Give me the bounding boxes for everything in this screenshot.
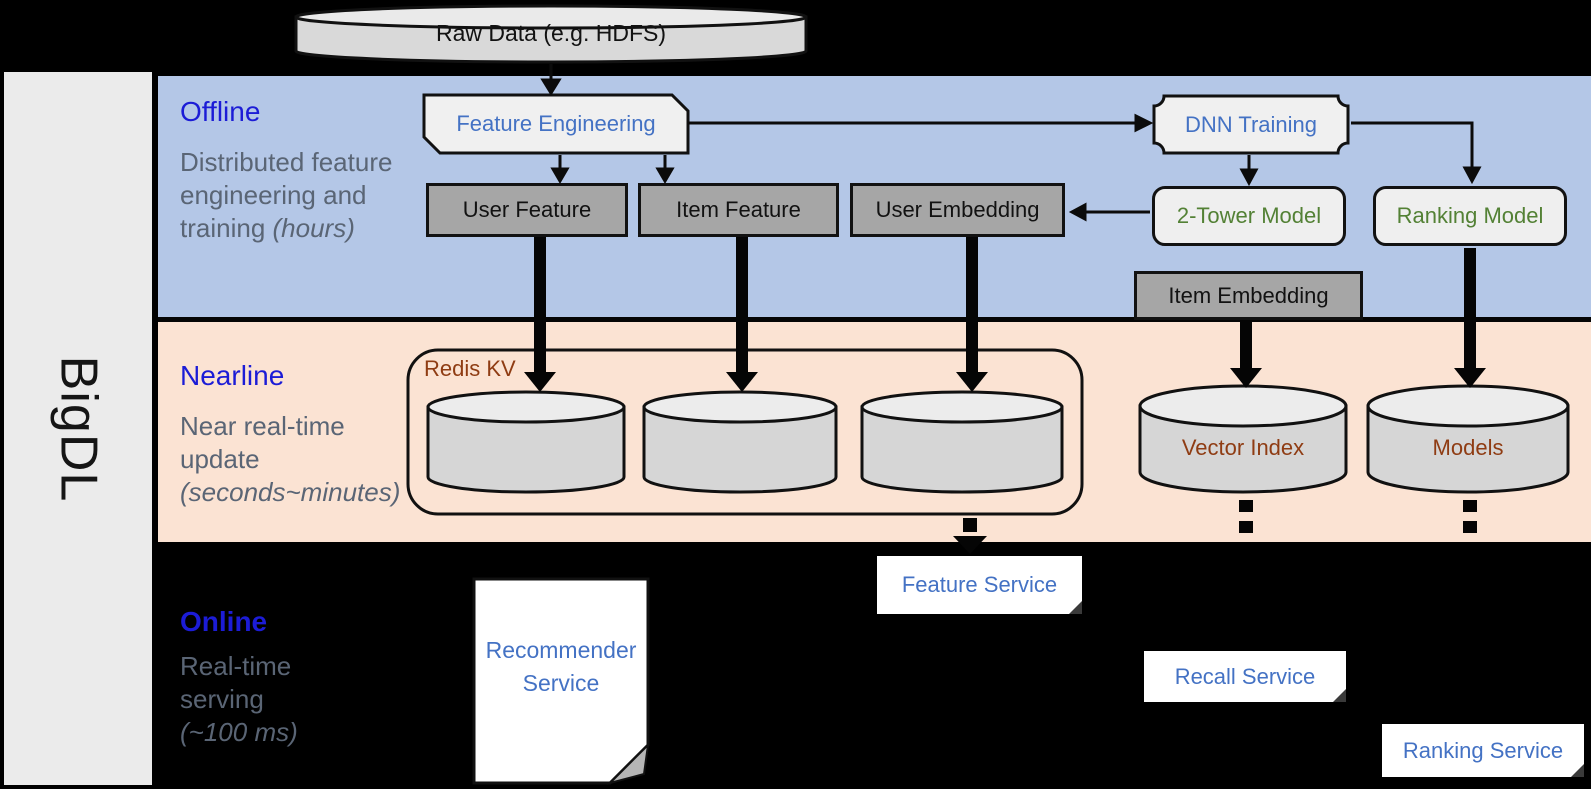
redis-kv-label: Redis KV <box>424 356 516 381</box>
models-label: Models <box>1432 435 1504 460</box>
recall-service-node: Recall Service <box>1144 651 1346 702</box>
offline-title: Offline <box>180 96 261 127</box>
dashed-connectors <box>953 500 1477 554</box>
models-cylinder-shape <box>1366 384 1570 494</box>
feature-service-node: Feature Service <box>877 556 1082 614</box>
user-embedding-node: User Embedding <box>850 183 1065 237</box>
online-title: Online <box>180 606 268 637</box>
dash-models-2 <box>1463 521 1477 533</box>
dash-models-1 <box>1463 500 1477 512</box>
ranking-service-label: Ranking Service <box>1402 737 1564 763</box>
band-divider-line <box>158 317 1591 322</box>
ranking-model-node: Ranking Model <box>1373 186 1567 246</box>
thin-arrows <box>540 64 1482 222</box>
user-feature-node: User Feature <box>426 183 628 237</box>
offline-duration: (hours) <box>272 213 355 243</box>
dnn-training-node: DNN Training <box>1184 111 1318 137</box>
feature-service-fold-corner <box>1069 601 1082 614</box>
recommender-service-document <box>472 577 650 785</box>
offline-description: Distributed feature engineering and trai… <box>180 146 402 245</box>
redis-cylinder-1 <box>426 390 626 494</box>
redis-cylinder-3 <box>860 390 1064 494</box>
feature-engineering-shape <box>422 93 690 155</box>
online-description-text: Real-time serving <box>180 651 292 714</box>
sidebar: BigDL <box>4 72 152 785</box>
item-embedding-node: Item Embedding <box>1134 271 1363 320</box>
vector-index-label: Vector Index <box>1181 435 1305 460</box>
vector-index-cylinder-shape <box>1138 384 1348 494</box>
nearline-description-text: Near real-time update <box>180 411 345 474</box>
recall-service-fold-corner <box>1333 689 1346 702</box>
ranking-service-node: Ranking Service <box>1382 724 1584 777</box>
offline-description-text: Distributed feature engineering and trai… <box>180 147 393 243</box>
redis-cylinder-2 <box>642 390 838 494</box>
dash-vectorindex-2 <box>1239 521 1253 533</box>
raw-data-label: Raw Data (e.g. HDFS) <box>435 19 667 46</box>
online-duration: (~100 ms) <box>180 717 298 747</box>
recall-service-label: Recall Service <box>1174 663 1316 689</box>
arrow-dnn-to-rankingmodel <box>1351 121 1474 168</box>
dash-redis-to-featureservice <box>963 518 977 532</box>
dash-vectorindex-1 <box>1239 500 1253 512</box>
recommender-service-label: Recommender Service <box>485 637 637 696</box>
dnn-training-shape <box>1152 94 1350 155</box>
item-feature-node: Item Feature <box>638 183 839 237</box>
feature-engineering-node: Feature Engineering <box>456 111 656 136</box>
raw-data-cylinder-shape <box>294 4 808 64</box>
two-tower-model-node: 2-Tower Model <box>1152 186 1346 246</box>
ranking-service-fold-corner <box>1571 764 1584 777</box>
nearline-duration: (seconds~minutes) <box>180 477 401 507</box>
online-description: Real-time serving (~100 ms) <box>180 650 315 749</box>
nearline-title: Nearline <box>180 360 285 391</box>
thick-arrows <box>524 237 1486 392</box>
nearline-description: Near real-time update (seconds~minutes) <box>180 410 420 509</box>
feature-service-label: Feature Service <box>901 572 1058 597</box>
